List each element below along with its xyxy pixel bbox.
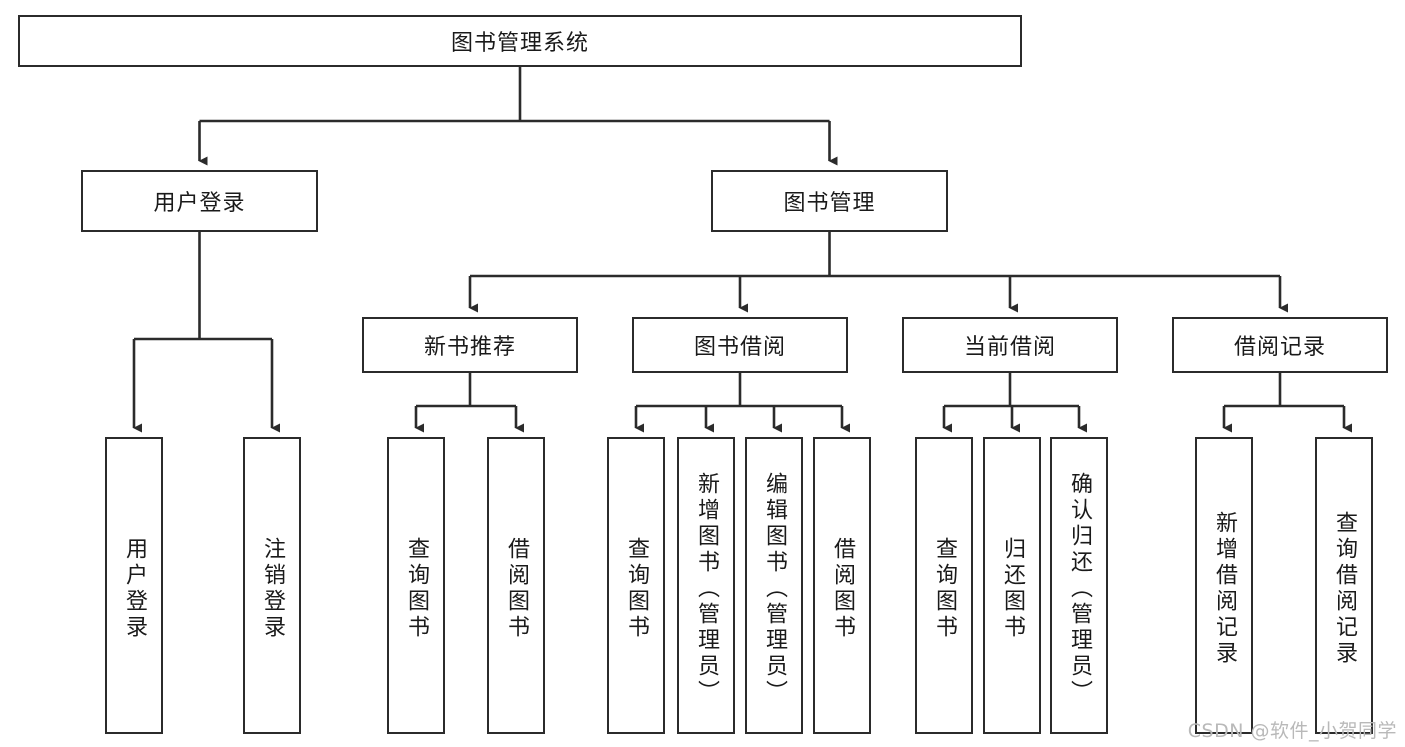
node-label: 借阅记录: [1233, 335, 1326, 360]
node-leaf-add-book[interactable]: 新增图书（管理员）: [677, 437, 735, 734]
node-label: 编辑图书（管理员）: [762, 471, 787, 706]
node-leaf-query-book-1[interactable]: 查询图书: [387, 437, 445, 734]
node-label: 图书借阅: [693, 335, 786, 360]
node-label: 当前借阅: [963, 335, 1056, 360]
node-leaf-borrow-book-2[interactable]: 借阅图书: [813, 437, 871, 734]
node-leaf-borrow-book-1[interactable]: 借阅图书: [487, 437, 545, 734]
node-label: 借阅图书: [504, 536, 529, 641]
node-label: 查询图书: [624, 536, 649, 641]
node-leaf-query-book-2[interactable]: 查询图书: [607, 437, 665, 734]
node-label: 查询借阅记录: [1332, 510, 1357, 667]
node-leaf-query-record[interactable]: 查询借阅记录: [1315, 437, 1373, 734]
node-current[interactable]: 当前借阅: [902, 317, 1118, 373]
node-records[interactable]: 借阅记录: [1172, 317, 1388, 373]
node-borrow[interactable]: 图书借阅: [632, 317, 848, 373]
node-label: 确认归还（管理员）: [1067, 471, 1092, 706]
node-label: 图书管理系统: [450, 31, 589, 56]
node-label: 注销登录: [260, 536, 285, 641]
node-leaf-return-book[interactable]: 归还图书: [983, 437, 1041, 734]
node-label: 归还图书: [1000, 536, 1025, 641]
node-label: 查询图书: [932, 536, 957, 641]
node-label: 图书管理: [783, 191, 876, 216]
node-leaf-query-book-3[interactable]: 查询图书: [915, 437, 973, 734]
node-label: 用户登录: [153, 191, 246, 216]
node-leaf-user-logout[interactable]: 注销登录: [243, 437, 301, 734]
node-newbook[interactable]: 新书推荐: [362, 317, 578, 373]
node-login[interactable]: 用户登录: [81, 170, 318, 232]
node-label: 新增图书（管理员）: [694, 471, 719, 706]
node-root[interactable]: 图书管理系统: [18, 15, 1022, 67]
watermark: CSDN @软件_小贺同学: [1187, 720, 1397, 742]
node-label: 用户登录: [122, 536, 147, 641]
node-label: 新增借阅记录: [1212, 510, 1237, 667]
node-label: 借阅图书: [830, 536, 855, 641]
node-label: 查询图书: [404, 536, 429, 641]
node-label: 新书推荐: [423, 335, 516, 360]
node-bookmgmt[interactable]: 图书管理: [711, 170, 948, 232]
node-leaf-confirm-return[interactable]: 确认归还（管理员）: [1050, 437, 1108, 734]
node-leaf-add-record[interactable]: 新增借阅记录: [1195, 437, 1253, 734]
node-leaf-edit-book[interactable]: 编辑图书（管理员）: [745, 437, 803, 734]
node-leaf-user-login[interactable]: 用户登录: [105, 437, 163, 734]
